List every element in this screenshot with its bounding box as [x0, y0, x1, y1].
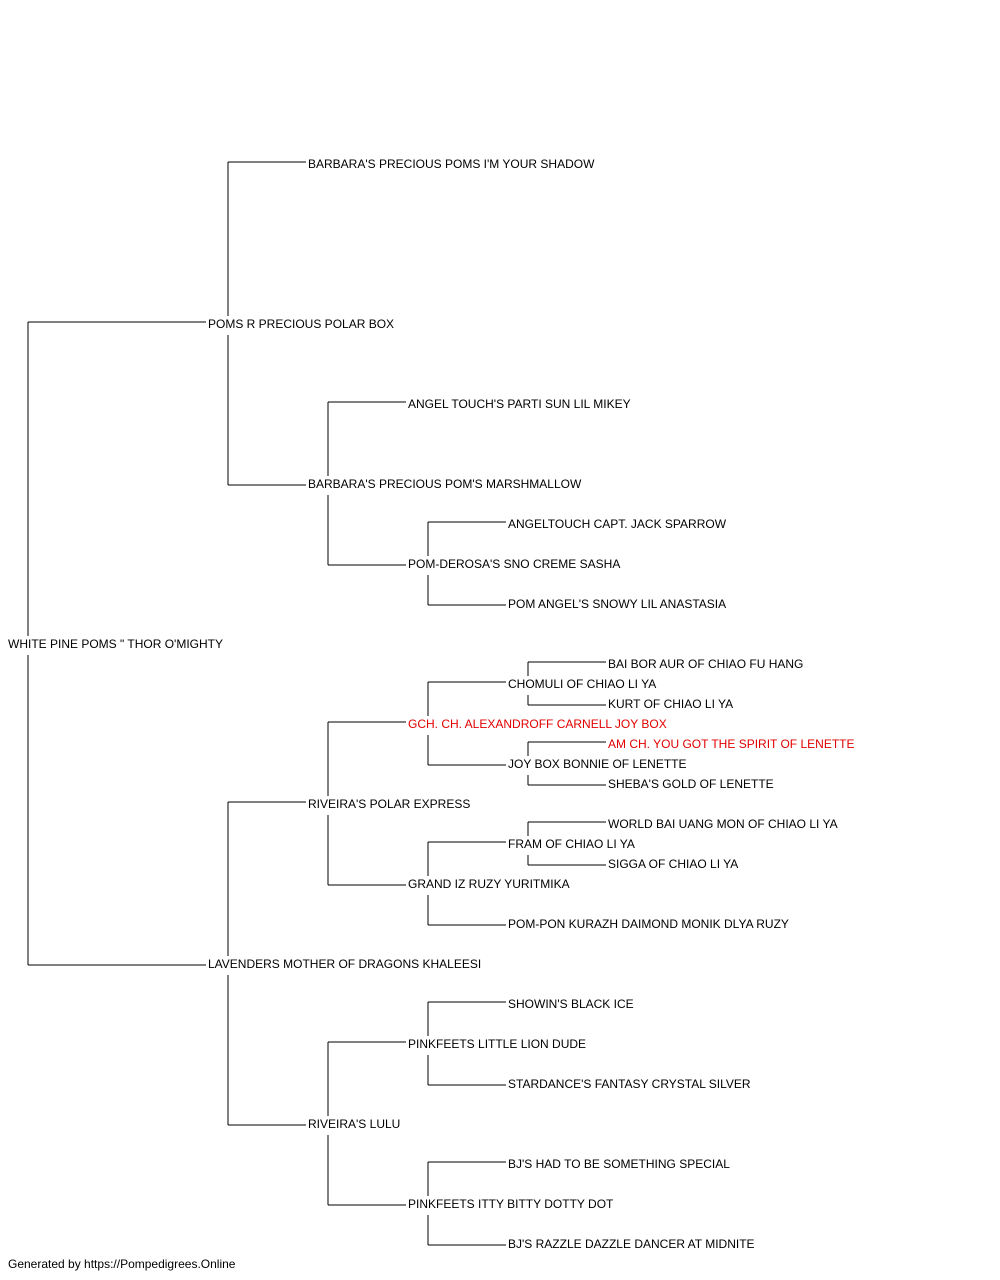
ancestor-name[interactable]: RIVEIRA'S POLAR EXPRESS: [308, 797, 470, 811]
ancestor-name[interactable]: BARBARA'S PRECIOUS POMS I'M YOUR SHADOW: [308, 157, 595, 171]
ancestor-name[interactable]: SHEBA'S GOLD OF LENETTE: [608, 777, 774, 791]
ancestor-name[interactable]: POMS R PRECIOUS POLAR BOX: [208, 317, 394, 331]
ancestor-name[interactable]: ANGELTOUCH CAPT. JACK SPARROW: [508, 517, 727, 531]
ancestor-name[interactable]: SIGGA OF CHIAO LI YA: [608, 857, 738, 871]
ancestor-name[interactable]: SHOWIN'S BLACK ICE: [508, 997, 634, 1011]
footer-credit: Generated by https://Pompedigrees.Online: [8, 1257, 236, 1271]
ancestor-name[interactable]: JOY BOX BONNIE OF LENETTE: [508, 757, 686, 771]
ancestor-name[interactable]: CHOMULI OF CHIAO LI YA: [508, 677, 656, 691]
ancestor-name[interactable]: ANGEL TOUCH'S PARTI SUN LIL MIKEY: [408, 397, 631, 411]
ancestor-name[interactable]: BJ'S HAD TO BE SOMETHING SPECIAL: [508, 1157, 730, 1171]
ancestor-name[interactable]: POM-PON KURAZH DAIMOND MONIK DLYA RUZY: [508, 917, 789, 931]
ancestor-name[interactable]: GCH. CH. ALEXANDROFF CARNELL JOY BOX: [408, 717, 667, 731]
ancestor-name[interactable]: AM CH. YOU GOT THE SPIRIT OF LENETTE: [608, 737, 855, 751]
ancestor-name[interactable]: PINKFEETS LITTLE LION DUDE: [408, 1037, 586, 1051]
ancestor-name[interactable]: FRAM OF CHIAO LI YA: [508, 837, 635, 851]
ancestor-name[interactable]: BARBARA'S PRECIOUS POM'S MARSHMALLOW: [308, 477, 582, 491]
ancestor-name[interactable]: BAI BOR AUR OF CHIAO FU HANG: [608, 657, 803, 671]
ancestor-name[interactable]: PINKFEETS ITTY BITTY DOTTY DOT: [408, 1197, 614, 1211]
ancestor-name[interactable]: POM ANGEL'S SNOWY LIL ANASTASIA: [508, 597, 726, 611]
ancestor-name[interactable]: POM-DEROSA'S SNO CREME SASHA: [408, 557, 620, 571]
subject-dog-name[interactable]: WHITE PINE POMS " THOR O'MIGHTY: [8, 637, 223, 651]
ancestor-name[interactable]: KURT OF CHIAO LI YA: [608, 697, 733, 711]
ancestor-name[interactable]: STARDANCE'S FANTASY CRYSTAL SILVER: [508, 1077, 751, 1091]
ancestor-name[interactable]: GRAND IZ RUZY YURITMIKA: [408, 877, 570, 891]
ancestor-name[interactable]: WORLD BAI UANG MON OF CHIAO LI YA: [608, 817, 838, 831]
ancestor-name[interactable]: RIVEIRA'S LULU: [308, 1117, 400, 1131]
ancestor-name[interactable]: BJ'S RAZZLE DAZZLE DANCER AT MIDNITE: [508, 1237, 755, 1251]
ancestor-name[interactable]: LAVENDERS MOTHER OF DRAGONS KHALEESI: [208, 957, 481, 971]
